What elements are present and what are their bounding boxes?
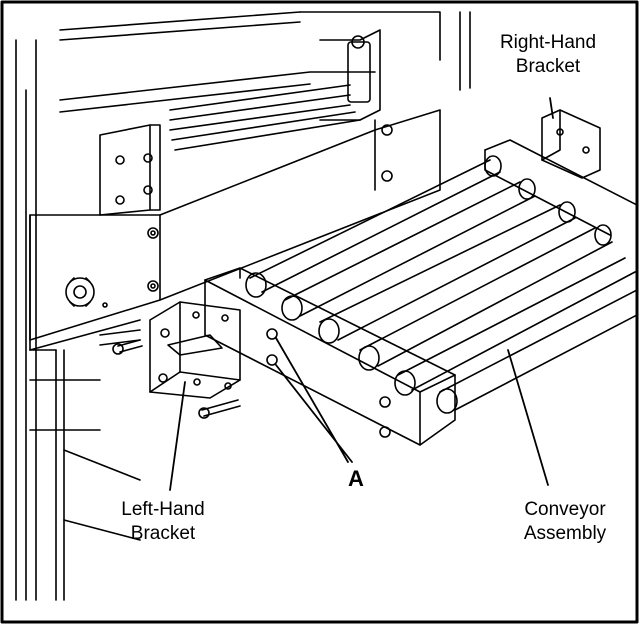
- label-conveyor-assembly-line2: Assembly: [524, 523, 607, 544]
- adjustment-knob: [65, 277, 95, 307]
- leader-left-hand-bracket: [169, 381, 186, 491]
- label-conveyor-assembly-line1: Conveyor: [524, 499, 606, 520]
- right-hand-bracket: [541, 109, 601, 179]
- label-left-hand-bracket-line2: Bracket: [131, 523, 196, 544]
- label-left-hand-bracket-line1: Left-Hand: [121, 499, 204, 520]
- leader-conveyor-assembly: [507, 349, 549, 486]
- left-hand-bracket: [112, 301, 241, 419]
- label-right-hand-bracket-line2: Bracket: [516, 56, 581, 77]
- diagram-labels: Right-Hand Bracket Left-Hand Bracket Con…: [121, 32, 606, 544]
- leader-callout-a: [275, 337, 353, 463]
- leader-right-hand-bracket: [549, 97, 554, 119]
- label-callout-a: A: [348, 466, 364, 491]
- label-right-hand-bracket-line1: Right-Hand: [500, 32, 596, 53]
- leader-lines: [169, 97, 554, 491]
- conveyor-rollers: [245, 155, 638, 414]
- conveyor-assembly: [204, 109, 638, 446]
- machine-frame: [15, 11, 471, 601]
